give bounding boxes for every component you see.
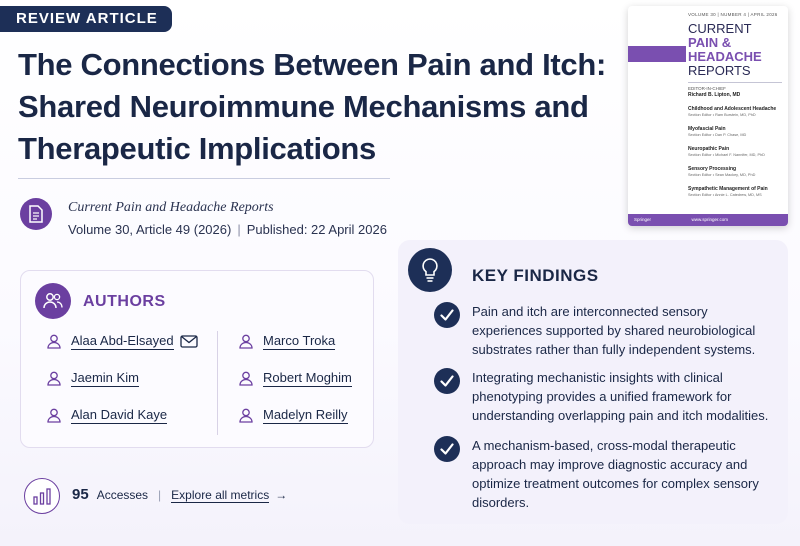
- person-icon: [47, 408, 61, 423]
- title-divider: [18, 178, 390, 179]
- lightbulb-icon: [408, 248, 452, 292]
- finding-item: Pain and itch are interconnected sensory…: [434, 302, 780, 359]
- bar-chart-icon: [24, 478, 60, 514]
- person-icon: [47, 371, 61, 386]
- cover-section-title: Childhood and Adolescent Headache: [688, 106, 777, 112]
- author-item[interactable]: Madelyn Reilly: [239, 407, 348, 424]
- article-title: The Connections Between Pain and Itch: S…: [18, 47, 606, 166]
- cover-title-line: CURRENT: [688, 21, 752, 36]
- authors-panel: AUTHORS Alaa Abd-Elsayed Jaemin Kim Alan…: [20, 270, 374, 448]
- cover-section-editor: Section Editor • Annie L. Catedrew, MD, …: [688, 193, 762, 197]
- explore-metrics-link[interactable]: Explore all metrics: [171, 488, 270, 503]
- cover-section-title: Sympathetic Management of Pain: [688, 186, 768, 192]
- author-item[interactable]: Robert Moghim: [239, 370, 352, 387]
- cover-section-editor: Section Editor • Sean Mackey, MD, PhD: [688, 173, 756, 177]
- cover-title-line: REPORTS: [688, 63, 751, 78]
- cover-meta: VOLUME 30 | NUMBER 4 | APRIL 2026: [688, 12, 778, 17]
- cover-editor-label: EDITOR-IN-CHIEF: [688, 86, 726, 91]
- author-item[interactable]: Alaa Abd-Elsayed: [47, 333, 198, 350]
- check-icon: [434, 436, 460, 462]
- check-icon: [434, 302, 460, 328]
- cover-section-editor: Section Editor • Michael F. Nannifer, MD…: [688, 153, 765, 157]
- cover-title-line: HEADACHE: [688, 49, 762, 64]
- author-item[interactable]: Jaemin Kim: [47, 370, 139, 387]
- author-item[interactable]: Marco Troka: [239, 333, 336, 350]
- journal-name[interactable]: Current Pain and Headache Reports: [68, 200, 274, 215]
- authors-heading: AUTHORS: [83, 293, 166, 310]
- finding-item: A mechanism-based, cross-modal therapeut…: [434, 436, 780, 512]
- key-findings-panel: KEY FINDINGS Pain and itch are interconn…: [398, 240, 788, 524]
- metrics-row: 95 Accesses | Explore all metrics →: [72, 486, 287, 503]
- journal-meta: Volume 30, Article 49 (2026) | Published: …: [68, 222, 387, 237]
- volume-article: Volume 30, Article 49 (2026): [68, 222, 232, 237]
- cover-divider: [688, 82, 782, 83]
- cover-section-editor: Section Editor • Ram Burstein, MD, PhD: [688, 113, 756, 117]
- cover-url: www.springer.com: [691, 217, 728, 222]
- author-name[interactable]: Marco Troka: [263, 333, 336, 350]
- finding-text: Integrating mechanistic insights with cl…: [472, 370, 769, 423]
- cover-section-editor: Section Editor • Dan P. Chase, MD: [688, 133, 747, 137]
- published-date: Published: 22 April 2026: [246, 222, 387, 237]
- author-name[interactable]: Alaa Abd-Elsayed: [71, 333, 174, 350]
- people-icon: [35, 283, 71, 319]
- journal-cover[interactable]: VOLUME 30 | NUMBER 4 | APRIL 2026 CURREN…: [628, 6, 788, 226]
- arrow-right-icon[interactable]: →: [275, 488, 288, 502]
- metrics-separator: |: [158, 488, 162, 502]
- mail-icon[interactable]: [179, 335, 198, 348]
- person-icon: [47, 334, 61, 349]
- person-icon: [239, 371, 253, 386]
- finding-text: Pain and itch are interconnected sensory…: [472, 304, 756, 357]
- article-type-badge: REVIEW ARTICLE: [0, 6, 172, 32]
- finding-item: Integrating mechanistic insights with cl…: [434, 368, 780, 425]
- access-label: Accesses: [96, 488, 149, 502]
- author-name[interactable]: Alan David Kaye: [71, 407, 168, 424]
- cover-section-title: Neuropathic Pain: [688, 146, 730, 152]
- check-icon: [434, 368, 460, 394]
- cover-section-title: Sensory Processing: [688, 166, 737, 172]
- author-item[interactable]: Alan David Kaye: [47, 407, 168, 424]
- person-icon: [239, 408, 253, 423]
- author-name[interactable]: Madelyn Reilly: [263, 407, 348, 424]
- authors-divider: [217, 331, 218, 435]
- key-findings-heading: KEY FINDINGS: [472, 266, 599, 285]
- cover-footer: Springer www.springer.com: [628, 214, 788, 226]
- cover-editor-name: Richard B. Lipton, MD: [688, 92, 741, 98]
- cover-accent-bar: [628, 46, 686, 62]
- document-icon: [20, 198, 52, 230]
- author-name[interactable]: Robert Moghim: [263, 370, 352, 387]
- finding-text: A mechanism-based, cross-modal therapeut…: [472, 438, 759, 510]
- person-icon: [239, 334, 253, 349]
- cover-title-line: PAIN &: [688, 35, 732, 50]
- access-count: 95: [72, 486, 89, 503]
- cover-section-title: Myofascial Pain: [688, 126, 726, 132]
- cover-publisher: Springer: [634, 217, 652, 222]
- author-name[interactable]: Jaemin Kim: [71, 370, 139, 387]
- meta-separator: |: [237, 222, 241, 237]
